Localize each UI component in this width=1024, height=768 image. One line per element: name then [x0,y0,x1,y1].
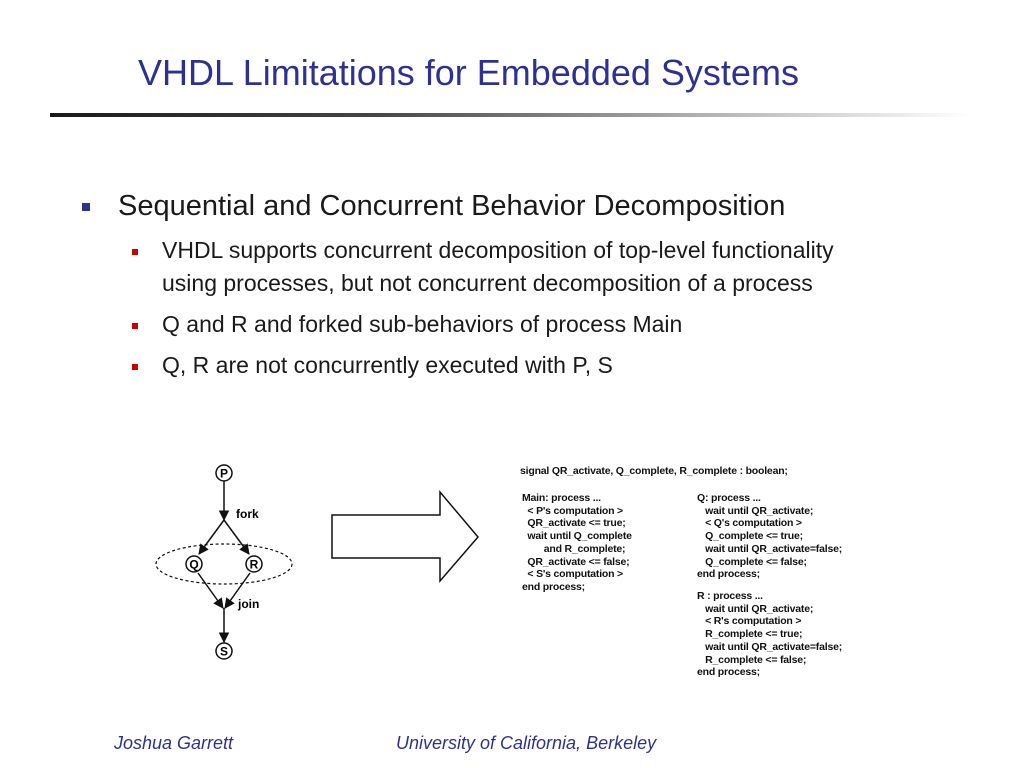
bullet-level1: Sequential and Concurrent Behavior Decom… [80,188,960,224]
concurrent-region-ellipse [155,543,293,585]
square-bullet-icon [132,323,138,329]
footer-institution: University of California, Berkeley [396,733,657,753]
node-q-label: Q [189,558,198,572]
subbullet-text: Q and R and forked sub-behaviors of proc… [162,311,683,337]
arrow-r-join [224,572,251,609]
node-p-label: P [220,467,228,481]
arrow-fork-q [198,519,225,555]
footer-author: Joshua Garrett [114,733,234,753]
subbullet-text: VHDL supports concurrent decomposition o… [162,237,834,296]
subbullet-item: VHDL supports concurrent decomposition o… [132,234,960,300]
node-r [245,555,263,573]
node-s [215,642,233,660]
arrow-fork-r [223,519,250,555]
bullet-text: Sequential and Concurrent Behavior Decom… [118,190,786,222]
bullet-list: Sequential and Concurrent Behavior Decom… [80,188,960,390]
node-q [185,555,203,573]
square-bullet-icon [132,364,138,370]
code-main-process: Main: process ... < P's computation > QR… [522,492,632,593]
title-underline [50,113,970,117]
node-r-label: R [250,558,259,572]
subbullet-list: VHDL supports concurrent decomposition o… [132,234,960,382]
code-signal-declaration: signal QR_activate, Q_complete, R_comple… [520,465,788,477]
slide-title: VHDL Limitations for Embedded Systems [138,52,799,93]
square-bullet-icon [132,249,138,255]
node-s-label: S [220,645,228,659]
arrow-q-join [197,572,224,609]
subbullet-text: Q, R are not concurrently executed with … [162,352,613,378]
code-r-process: R : process ... wait until QR_activate; … [697,590,843,679]
node-p [215,464,233,482]
fork-join-diagram: P Q R S fork join [155,464,293,660]
square-bullet-icon [82,203,90,211]
subbullet-item: Q, R are not concurrently executed with … [132,349,960,382]
fork-label: fork [236,507,259,521]
right-arrow-icon [331,490,479,584]
subbullet-item: Q and R and forked sub-behaviors of proc… [132,308,960,341]
join-label: join [237,597,259,611]
code-q-process: Q: process ... wait until QR_activate; <… [697,492,843,581]
